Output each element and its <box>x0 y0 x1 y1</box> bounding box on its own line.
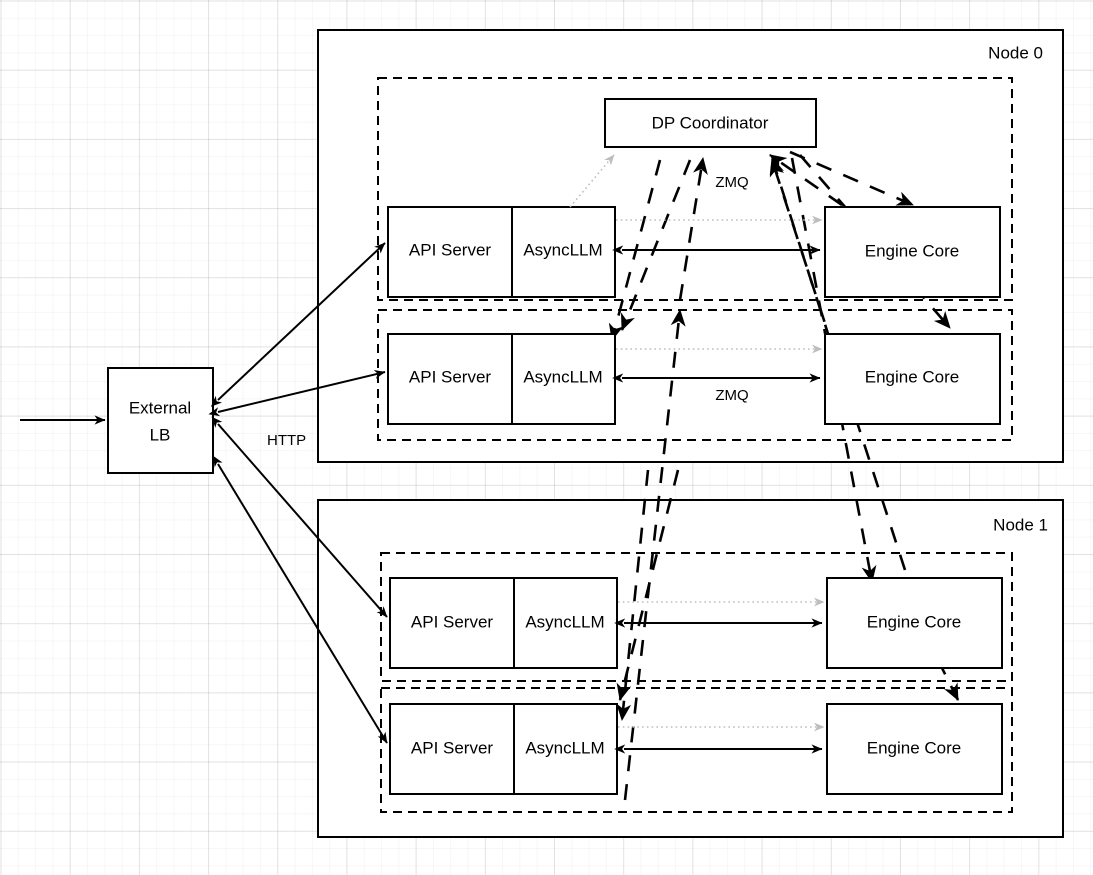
api-server-label: API Server <box>409 367 492 386</box>
node-0-engine-0-core[interactable]: Engine Core <box>824 206 1001 298</box>
external-lb-label-line2: LB <box>150 425 171 444</box>
node-0-engine-1-api-server[interactable]: API Server AsyncLLM <box>387 333 616 425</box>
external-lb-label-line1: External <box>129 398 191 417</box>
api-server-label: API Server <box>411 612 494 631</box>
dp-coordinator-label: DP Coordinator <box>652 113 769 132</box>
engine-core-label: Engine Core <box>865 367 960 386</box>
node-0-engine-group-0 <box>377 77 1013 301</box>
engine-core-label: Engine Core <box>867 612 962 631</box>
http-label: HTTP <box>267 432 306 449</box>
zmq-label-top: ZMQ <box>715 174 748 191</box>
node-0-label: Node 0 <box>988 43 1043 62</box>
node-1-engine-group-1 <box>380 687 1013 813</box>
node-0-engine-0-api-server[interactable]: API Server AsyncLLM <box>387 206 616 298</box>
external-lb-box[interactable]: External LB <box>107 367 214 474</box>
node-1-engine-group-0 <box>380 552 1013 682</box>
zmq-link-coordinator-to-core-n0e0 <box>789 150 914 207</box>
node-1-engine-1-core[interactable]: Engine Core <box>826 703 1003 795</box>
api-server-label: API Server <box>411 738 494 757</box>
zmq-link-core-n1e1-to-coordinator-upper <box>678 157 708 301</box>
zmq-link-coordinator-to-asyncllm-n1e1 <box>616 469 680 701</box>
node-1-label: Node 1 <box>993 515 1048 534</box>
zmq-link-coordinator-to-core-n1e1-a <box>620 159 692 331</box>
asyncllm-label: AsyncLLM <box>523 240 602 259</box>
asyncllm-label: AsyncLLM <box>523 367 602 386</box>
engine-core-label: Engine Core <box>865 241 960 260</box>
node-1-engine-0-core[interactable]: Engine Core <box>826 577 1003 669</box>
dp-coordinator-box[interactable]: DP Coordinator <box>604 98 817 148</box>
node-1-engine-0-api-server[interactable]: API Server AsyncLLM <box>389 577 618 669</box>
zmq-label-second: ZMQ <box>715 387 748 404</box>
dotted-link-asyncllm-to-coordinator <box>569 154 615 208</box>
asyncllm-label: AsyncLLM <box>525 738 604 757</box>
node-1-engine-1-api-server[interactable]: API Server AsyncLLM <box>389 703 618 795</box>
api-server-label: API Server <box>409 240 492 259</box>
http-link-lb-to-api-n0e1 <box>208 369 386 417</box>
zmq-link-core-n1e1-to-coordinator <box>623 309 686 801</box>
asyncllm-label: AsyncLLM <box>525 612 604 631</box>
node-0-engine-1-core[interactable]: Engine Core <box>824 333 1001 425</box>
http-link-lb-to-api-n1e1 <box>212 455 388 744</box>
engine-core-label: Engine Core <box>867 738 962 757</box>
zmq-link-coordinator-to-core-n0e1 <box>799 154 951 329</box>
